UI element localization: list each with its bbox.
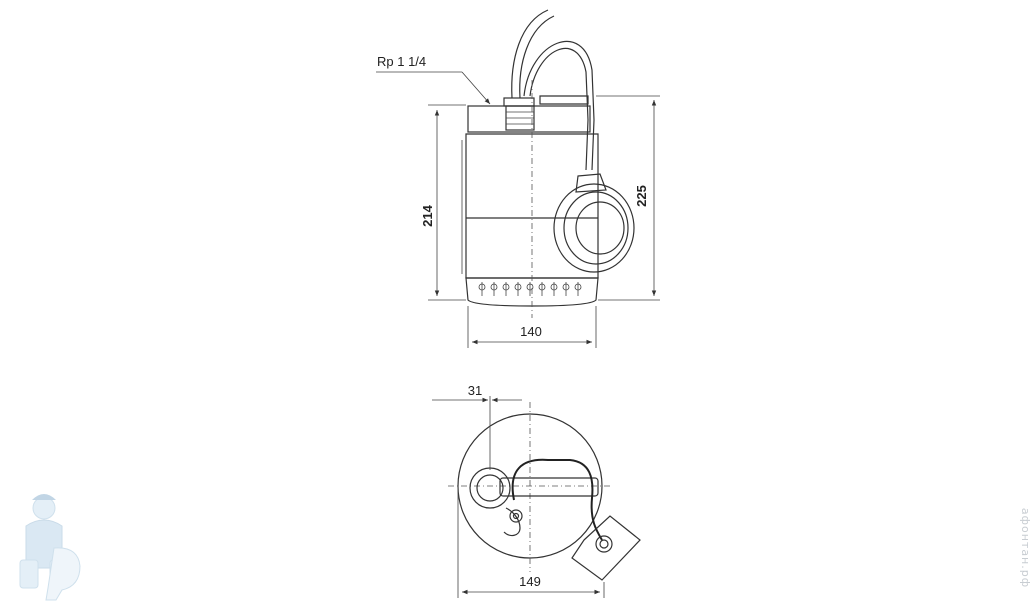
plumber-logo	[19, 494, 81, 601]
dimension-31-label: 31	[468, 383, 482, 398]
dimension-140-label: 140	[520, 324, 542, 339]
dimension-225: 225	[596, 95, 660, 301]
thread-callout: Rp 1 1/4	[376, 54, 491, 105]
strainer-slots	[478, 282, 582, 296]
side-view	[461, 9, 635, 318]
dimension-140: 140	[467, 306, 597, 348]
thread-label: Rp 1 1/4	[377, 54, 426, 69]
dimension-214: 214	[420, 104, 466, 301]
watermark-text: афонтан.рф	[1019, 508, 1032, 588]
dimension-31: 31	[432, 383, 522, 470]
dimension-149: 149	[457, 486, 605, 598]
dimension-225-label: 225	[634, 185, 649, 207]
dimension-214-label: 214	[420, 204, 435, 226]
top-view	[448, 402, 641, 581]
dimension-149-label: 149	[519, 574, 541, 589]
